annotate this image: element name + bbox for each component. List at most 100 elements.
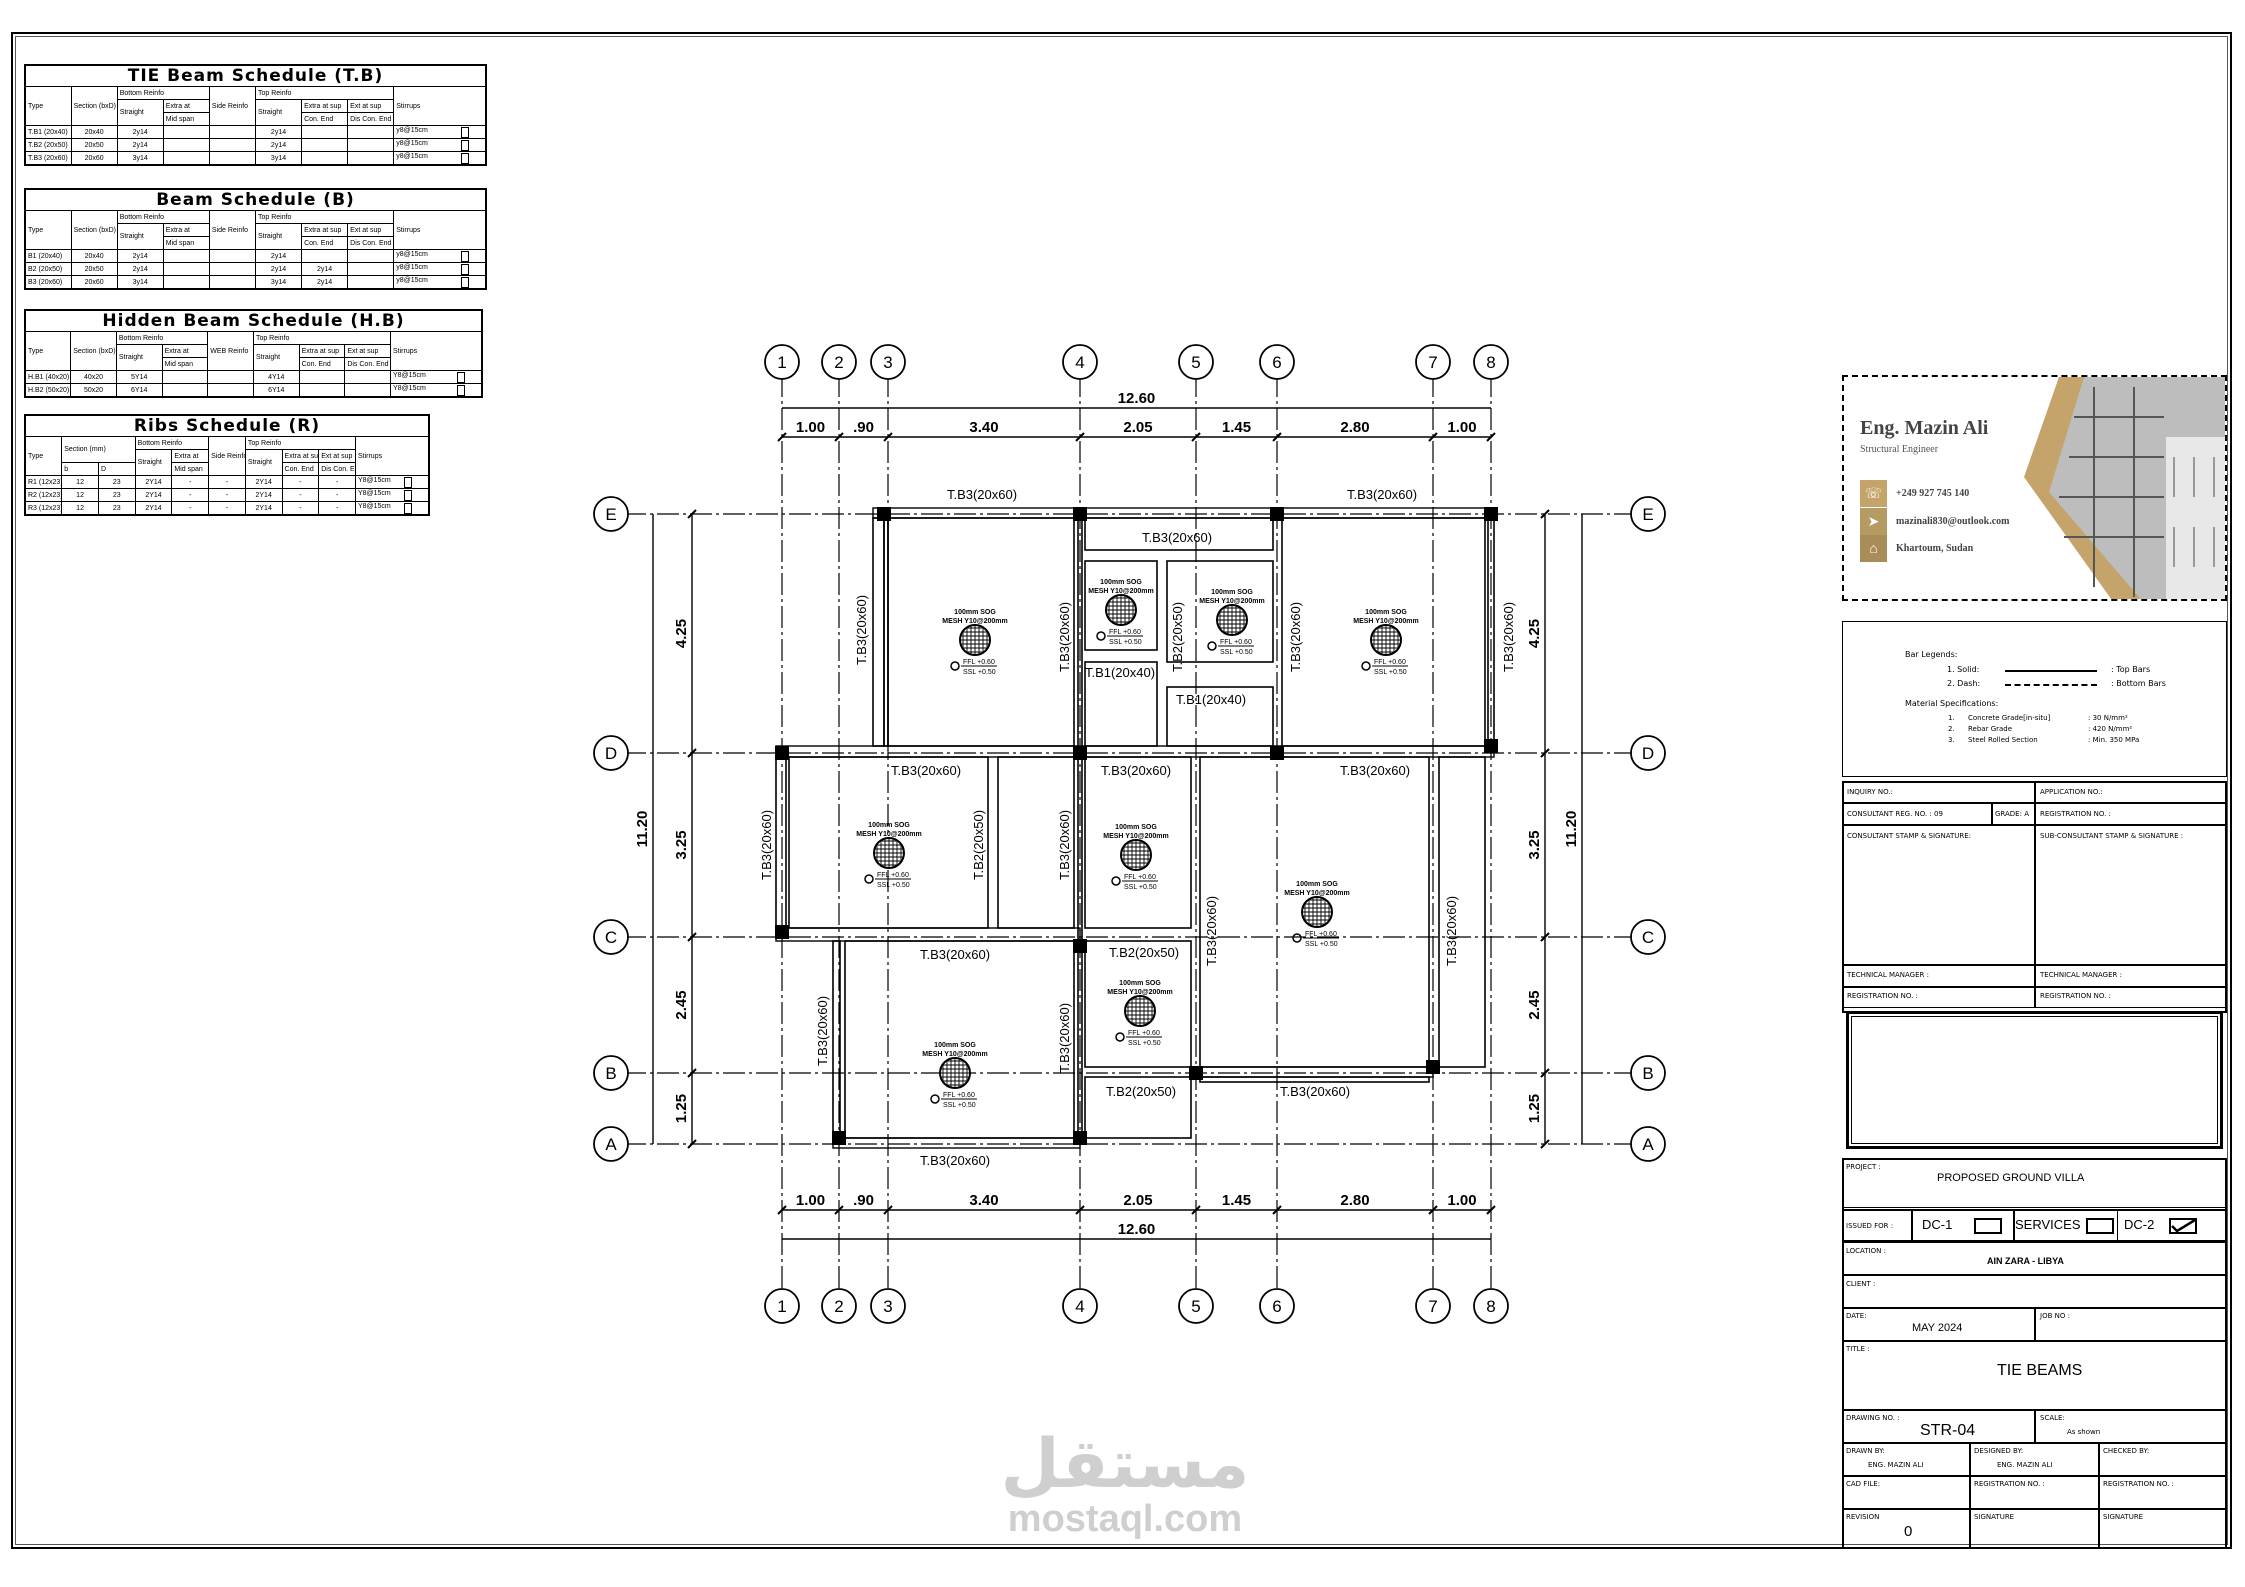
dim-tick [777,432,787,442]
drawing-cell [1842,1410,2035,1443]
header-section: Section (bxD) cmxcm [70,86,118,126]
slab-note-ffl: FFL +0.60 [1374,659,1406,666]
schedule-cell: 2Y14 [244,501,283,516]
schedule-cell: 2y14 [301,262,349,276]
dash-label: 2. Dash: [1947,679,1981,688]
location-label: LOCATION : [1846,1247,1886,1255]
column [1270,507,1284,521]
grid-bubble-bottom: 1 [777,1297,786,1316]
dim-tick [777,1205,787,1215]
dc1-checkbox[interactable] [1974,1218,2002,1234]
beam-label: T.B3(20x60) [1142,530,1212,545]
grid-bubble-top-circle [1473,344,1509,380]
column [1270,746,1284,760]
schedule-cell: 2y14 [301,275,349,290]
date-label: DATE: [1846,1312,1867,1320]
signature-cell-2 [2099,1509,2227,1549]
stirrup-shape-icon [461,139,469,151]
grid-bubble-top-circle [870,344,906,380]
dash-desc: : Bottom Bars [2111,679,2166,688]
dimension-x: .90 [853,1192,874,1209]
beam-label: T.B3(20x60) [947,487,1017,502]
stirrup-shape-icon [404,489,412,501]
beam-label: T.B3(20x60) [1101,763,1171,778]
job-label: JOB NO : [2040,1312,2070,1320]
dimension-x: 1.00 [1447,1192,1476,1209]
dc2-checkbox[interactable] [2169,1218,2197,1234]
dimension-x: 1.00 [796,419,825,436]
dim-tick [1191,1205,1201,1215]
designed-value: ENG. MAZIN ALI [1997,1461,2053,1469]
slab-panel [775,756,787,929]
level-marker-icon [950,661,960,671]
grid-bubble-top: 1 [777,353,786,372]
cad-cell [1842,1476,1970,1509]
client-label: CLIENT : [1846,1280,1876,1288]
schedule-cell: - [281,501,320,516]
scale-value: As shown [2067,1428,2101,1436]
slab-note-mesh: MESH Y10@200mm [1107,989,1172,996]
header-straight: Straight [115,344,163,371]
sub-stamp-label: SUB-CONSULTANT STAMP & SIGNATURE : [2040,832,2184,840]
beam-label: T.B3(20x60) [1347,487,1417,502]
dc1-label: DC-1 [1922,1217,1953,1232]
grid-bubble-bottom: 6 [1272,1297,1281,1316]
schedule-cell: 20x50 [70,138,118,152]
stirrup-shape-icon [461,276,469,288]
level-marker-icon [1361,661,1371,671]
slab-note-mesh: MESH Y10@200mm [1353,618,1418,625]
stirrup-shape-icon [457,384,465,396]
slab-note-ssl: SSL +0.50 [1128,1040,1161,1047]
tie-beam [1190,1066,1434,1078]
material-spec-value: : Min. 350 MPa [2088,736,2140,744]
grid-bubble-left: B [605,1064,616,1083]
dim-tick [687,509,697,519]
schedule-cell: - [171,488,210,502]
material-spec-name: Rebar Grade [1968,725,2013,733]
slab-panel [1084,560,1158,651]
grid-bubble-bottom-circle [1178,1288,1214,1324]
header-top_straight: Straight [254,223,303,250]
slab-note-mesh: MESH Y10@200mm [856,831,921,838]
dimension-total-y: 11.20 [1563,811,1580,848]
services-checkbox[interactable] [2086,1218,2114,1234]
beam-label: T.B3(20x60) [920,1153,990,1168]
dim-tick [1428,1205,1438,1215]
beam-label: T.B3(20x60) [1057,602,1072,672]
slab-note-ffl: FFL +0.60 [1128,1030,1160,1037]
phone-text: +249 927 745 140 [1896,488,1970,499]
address-text: Khartoum, Sudan [1896,543,1974,554]
home-icon: ⌂ [1860,535,1887,562]
reg2-label: REGISTRATION NO. : [2103,1480,2174,1488]
dimension-total-x: 12.60 [1118,1221,1156,1238]
slab-note-ssl: SSL +0.50 [877,882,910,889]
slab-panel [883,517,889,747]
schedule-title: Beam Schedule (B) [24,188,487,211]
schedule-cell: 20x60 [70,151,118,166]
schedule-cell: 2Y14 [134,501,173,516]
schedule-title: TIE Beam Schedule (T.B) [24,64,487,87]
column [1073,1131,1087,1145]
dim-tick [834,1205,844,1215]
tie-beam [872,507,1495,519]
grid-bubble-right: B [1642,1064,1653,1083]
tech-manager-label-2: TECHNICAL MANAGER : [2040,971,2122,979]
slab-note-ssl: SSL +0.50 [1305,941,1338,948]
stamp-box-inner [1851,1016,2218,1144]
header-dis_end: Dis Con. End [347,112,395,126]
schedule-cell: H.B2 (50x20) [24,383,72,398]
dim-tick [1428,432,1438,442]
level-marker-icon [1207,641,1217,651]
schedule-cell: Y8@15cm [354,488,430,502]
date-value: MAY 2024 [1912,1322,1963,1334]
beam-label: T.B1(20x40) [1176,692,1246,707]
bar-legends-title: Bar Legends: [1905,650,1958,659]
revision-label: REVISION [1846,1513,1880,1521]
stirrup-shape-icon [457,371,465,383]
beam-label: T.B3(20x60) [1340,763,1410,778]
header-extra: Extra at [171,449,210,463]
dim-tick [834,432,844,442]
